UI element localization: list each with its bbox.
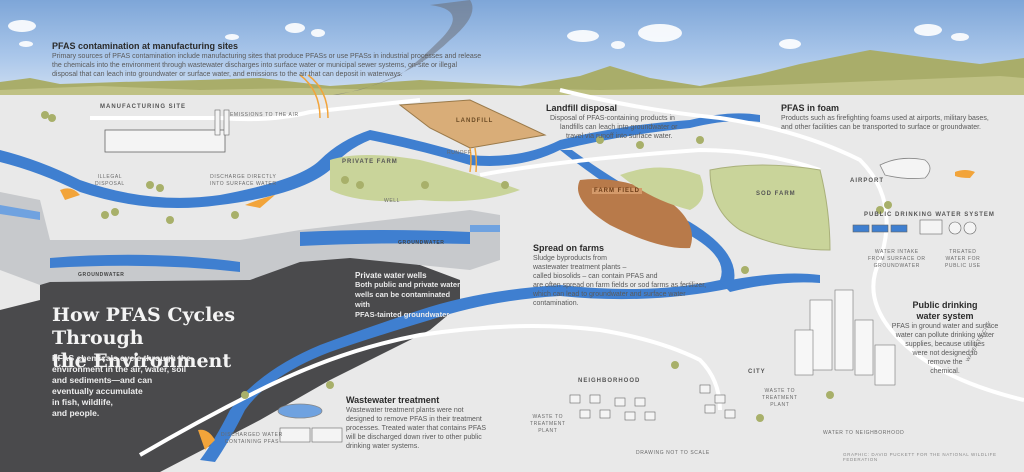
label-water-intake: WATER INTAKE FROM SURFACE OR GROUNDWATER <box>868 249 926 269</box>
drinking-heading-1: Public drinking <box>912 300 978 310</box>
foam-heading: PFAS in foam <box>781 103 840 113</box>
manufacturing-heading: PFAS contamination at manufacturing site… <box>52 41 239 51</box>
label-discharge-directly: DISCHARGE DIRECTLY INTO SURFACE WATER <box>210 174 277 187</box>
river-lower <box>200 150 735 462</box>
landfill-callout: Landfill disposal Disposal of PFAS-conta… <box>546 103 716 141</box>
runoff-stream <box>469 147 478 173</box>
wastewater-callout: Wastewater treatment Wastewater treatmen… <box>346 395 496 451</box>
label-public-drinking-water-system: PUBLIC DRINKING WATER SYSTEM <box>864 212 995 218</box>
label-discharged-water: DISCHARGED WATER CONTAINING PFAS <box>221 432 283 445</box>
sod-farm <box>709 164 831 251</box>
treatment-plant <box>279 427 311 443</box>
neighborhood-houses <box>569 384 736 421</box>
label-well: WELL <box>384 198 401 204</box>
farm-field <box>578 179 692 249</box>
storage-tank <box>948 221 962 235</box>
private-farm-grass <box>330 155 520 202</box>
wells-callout: Private water wells Both public and priv… <box>355 271 465 320</box>
infographic-title: How PFAS Cycles Through the Environment <box>52 304 292 373</box>
manufacturing-line-1: Primary sources of PFAS contamination in… <box>52 53 482 60</box>
intro-text: PFAS chemicals cycle through the environ… <box>52 353 191 418</box>
landfill-heading: Landfill disposal <box>546 103 618 113</box>
label-groundwater-left: GROUNDWATER <box>78 272 125 278</box>
illegal-disposal-spill <box>60 188 80 200</box>
intake-pool <box>852 224 870 233</box>
farms-callout: Spread on farms Sludge byproducts from w… <box>533 243 733 308</box>
label-waste-to-plant-neighborhood: WASTE TO TREATMENT PLANT <box>530 414 566 434</box>
manufacturing-callout: PFAS contamination at manufacturing site… <box>52 41 512 79</box>
treatment-pond <box>277 403 323 419</box>
label-city: CITY <box>748 369 766 375</box>
label-sod-farm: SOD FARM <box>756 191 796 197</box>
cross-section-dark <box>0 245 460 472</box>
label-not-to-scale: DRAWING NOT TO SCALE <box>636 450 710 456</box>
groundwater-layer-left <box>50 254 240 272</box>
farms-heading: Spread on farms <box>533 243 605 253</box>
label-neighborhood: NEIGHBORHOOD <box>578 378 641 384</box>
title-line-2: the Environment <box>52 350 232 372</box>
groundwater-layer-mid <box>300 230 470 246</box>
hills-foreground <box>0 76 1024 100</box>
landfill-mound <box>398 99 547 149</box>
label-water-to-neighborhood: WATER TO NEIGHBORHOOD <box>823 430 905 436</box>
factory-building <box>104 129 226 153</box>
emissions-stream <box>299 74 329 119</box>
label-landfill: LANDFILL <box>456 118 494 124</box>
foam-spill <box>955 170 975 178</box>
manufacturing-line-3: disposal that can leach into groundwater… <box>52 71 403 78</box>
road-east <box>559 88 1024 402</box>
airport-terminal <box>879 157 931 179</box>
label-private-farm: PRIVATE FARM <box>342 159 398 165</box>
drinking-water-callout: Public drinking water system PFAS in gro… <box>870 300 1020 376</box>
label-waste-to-plant-city: WASTE TO TREATMENT PLANT <box>762 388 798 408</box>
discharge-spill <box>198 429 215 450</box>
smokestack <box>214 109 221 136</box>
river-upper <box>0 113 760 209</box>
wastewater-heading: Wastewater treatment <box>346 395 440 405</box>
discharge-spill-upper <box>245 195 275 208</box>
label-manufacturing-site: MANUFACTURING SITE <box>100 104 186 110</box>
treatment-building <box>919 219 943 235</box>
wells-heading: Private water wells <box>355 271 427 280</box>
graphic-credit: GRAPHIC: DAVID PUCKETT FOR THE NATIONAL … <box>843 452 997 462</box>
label-airport: AIRPORT <box>850 178 884 184</box>
clouds <box>8 20 969 49</box>
label-runoff: RUNOFF <box>447 150 472 156</box>
title-line-1: How PFAS Cycles Through <box>52 304 236 349</box>
label-groundwater-mid: GROUNDWATER <box>398 240 445 246</box>
trees <box>41 111 892 422</box>
road-factory <box>90 98 421 122</box>
label-illegal-disposal: ILLEGAL DISPOSAL <box>95 174 125 187</box>
label-emissions: EMISSIONS TO THE AIR <box>230 112 299 118</box>
label-farm-field: FARM FIELD <box>592 188 642 194</box>
label-treated-water: TREATED WATER FOR PUBLIC USE <box>945 249 981 269</box>
foam-callout: PFAS in foam Products such as firefighti… <box>781 103 1021 132</box>
city-buildings <box>794 289 896 386</box>
manufacturing-line-2: the chemicals into the environment throu… <box>52 62 458 69</box>
drinking-heading-2: water system <box>916 311 974 321</box>
